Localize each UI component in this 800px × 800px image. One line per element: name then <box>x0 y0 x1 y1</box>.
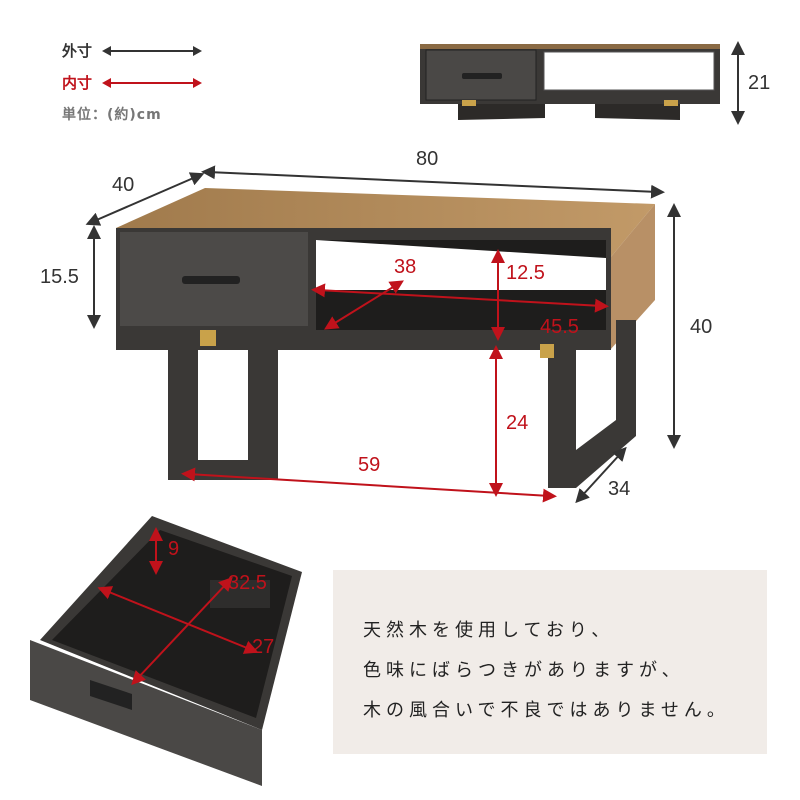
depth-arrow <box>85 172 205 226</box>
dim-shelf-depth: 38 <box>394 256 417 278</box>
dim-side-height: 21 <box>748 72 771 94</box>
dim-leg-span: 59 <box>358 454 381 476</box>
drawer-depth-arrow <box>131 576 233 686</box>
dim-depth: 40 <box>112 174 135 196</box>
folded-table-view <box>420 44 720 120</box>
unit-label: 単位：(約)cm <box>62 107 162 123</box>
note-line: 天然木を使用しており、 <box>363 620 615 641</box>
double-arrow-icon <box>102 77 203 88</box>
dim-height: 40 <box>690 316 713 338</box>
legend-outer: 外寸 <box>62 40 203 61</box>
leg-depth-arrow <box>575 446 627 504</box>
legend-inner: 内寸 <box>62 72 203 93</box>
double-arrow-icon <box>102 45 203 56</box>
note-line: 木の風合いで不良ではありません。 <box>363 700 730 721</box>
dim-drawer-depth: 27 <box>252 636 275 658</box>
note-line: 色味にばらつきがありますが、 <box>363 660 685 681</box>
dim-shelf-height: 12.5 <box>506 262 545 284</box>
dim-top-height: 15.5 <box>40 266 79 288</box>
leg-span-arrow <box>181 467 557 503</box>
width-arrow <box>201 165 665 199</box>
shelf-depth-arrow <box>324 280 404 330</box>
dim-drawer-height: 9 <box>168 538 180 560</box>
dim-drawer-width: 32.5 <box>228 572 267 594</box>
dim-clearance: 24 <box>506 412 529 434</box>
dim-leg-depth: 34 <box>608 478 631 500</box>
legend-outer-label: 外寸 <box>62 42 93 60</box>
dim-shelf-width: 45.5 <box>540 316 579 338</box>
legend-inner-label: 内寸 <box>62 74 93 92</box>
note-box: 天然木を使用しており、 色味にばらつきがありますが、 木の風合いで不良ではありま… <box>333 570 767 754</box>
dim-width: 80 <box>416 148 439 170</box>
